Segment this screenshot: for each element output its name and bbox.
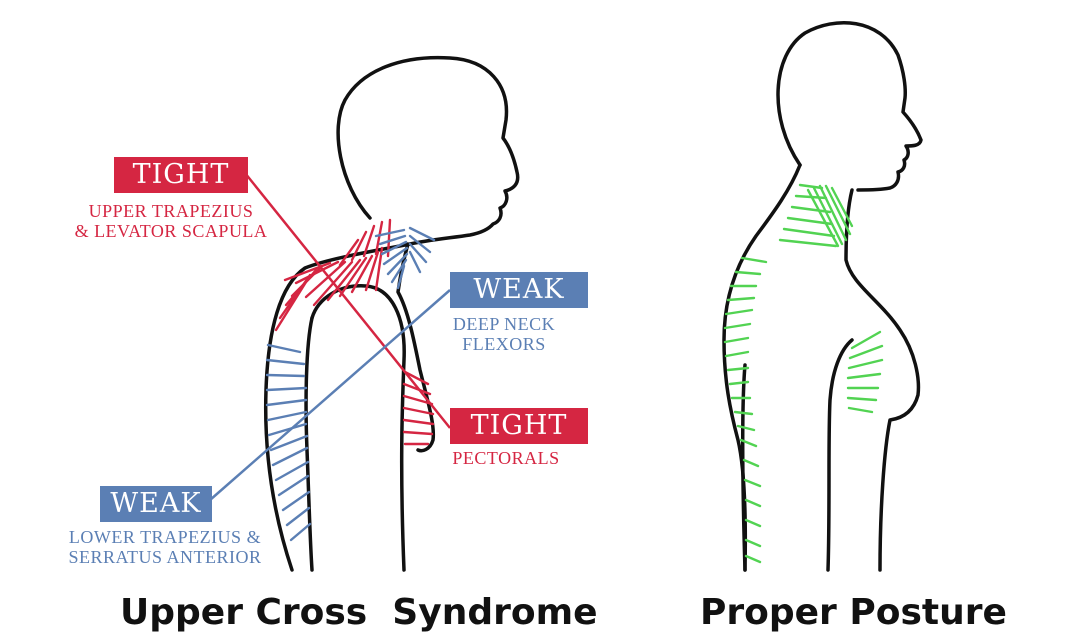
desc-line: UPPER TRAPEZIUS [88, 201, 254, 221]
tight-upper-trap-desc: UPPER TRAPEZIUS & LEVATOR SCAPULA [60, 201, 282, 241]
right-body-outline [722, 21, 923, 572]
weak-lower-trap-desc: LOWER TRAPEZIUS & SERRATUS ANTERIOR [56, 527, 274, 567]
desc-line: PECTORALS [452, 448, 560, 468]
leader-weak-lower-trap [209, 289, 451, 501]
left-weak-back-strokes [265, 343, 312, 542]
proper-posture-caption: Proper Posture [700, 592, 1007, 633]
leader-tight-trap [244, 172, 451, 429]
right-back-strokes [723, 256, 768, 564]
desc-line: SERRATUS ANTERIOR [68, 547, 262, 567]
desc-line: LOWER TRAPEZIUS & [68, 527, 262, 547]
weak-deep-neck-badge: WEAK [450, 272, 588, 308]
tight-pectorals-badge: TIGHT [450, 408, 588, 444]
left-tight-trap-strokes [274, 218, 392, 332]
upper-cross-syndrome-caption: Upper Cross Syndrome [120, 592, 598, 633]
left-weak-neck-strokes [374, 226, 436, 290]
left-tight-pec-strokes [402, 370, 435, 446]
tight-pectorals-desc: PECTORALS [444, 448, 568, 468]
desc-line: FLEXORS [462, 334, 546, 354]
right-chest-strokes [846, 330, 884, 414]
tight-upper-trap-badge: TIGHT [114, 157, 248, 193]
desc-line: DEEP NECK [452, 314, 556, 334]
weak-deep-neck-desc: DEEP NECK FLEXORS [444, 314, 564, 354]
desc-line: & LEVATOR SCAPULA [74, 221, 268, 241]
right-neck-strokes [778, 183, 854, 248]
weak-lower-trap-badge: WEAK [100, 486, 212, 522]
